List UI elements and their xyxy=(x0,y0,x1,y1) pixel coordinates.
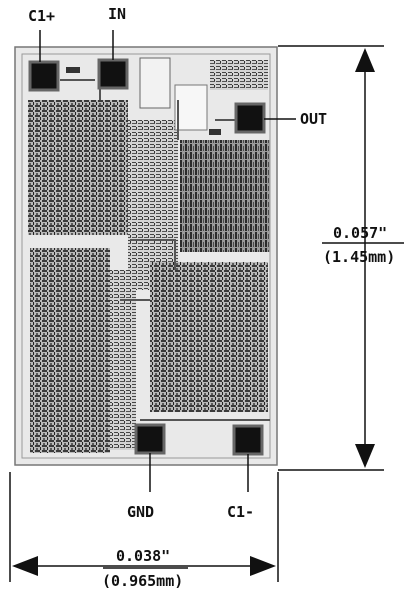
bond-pad-out xyxy=(234,102,266,134)
width-value-inch: 0.038" xyxy=(116,547,170,565)
circuit-block-center-mid xyxy=(174,84,208,131)
circuit-block-lower-left xyxy=(30,248,110,453)
height-dimension xyxy=(278,45,404,471)
bond-pad-c1-minus xyxy=(232,424,264,456)
pin-label-c1-plus: C1+ xyxy=(28,7,55,25)
pin-label-c1-minus: C1- xyxy=(227,503,254,521)
small-pad-right xyxy=(209,129,221,135)
pin-label-gnd: GND xyxy=(127,503,154,521)
height-arrow-top xyxy=(355,48,375,72)
small-pad-top xyxy=(66,67,80,73)
circuit-block-top-right xyxy=(210,60,268,90)
width-arrow-left xyxy=(12,556,38,576)
width-value-mm: (0.965mm) xyxy=(102,572,183,590)
width-dimension xyxy=(9,472,279,582)
die-inner-border xyxy=(21,53,271,459)
circuit-block-upper-right xyxy=(180,140,270,252)
chip-die xyxy=(14,46,278,466)
bond-pad-c1-plus xyxy=(28,60,60,92)
height-value-mm: (1.45mm) xyxy=(323,248,395,266)
bond-pad-in xyxy=(97,58,129,90)
circuit-block-center xyxy=(128,120,178,290)
bond-pad-gnd xyxy=(134,423,166,455)
pin-label-out: OUT xyxy=(300,110,327,128)
pin-label-in: IN xyxy=(108,5,126,23)
circuit-block-upper-left xyxy=(28,100,128,235)
height-value-inch: 0.057" xyxy=(333,224,387,242)
pin-leaders xyxy=(39,30,296,492)
width-arrow-right xyxy=(250,556,276,576)
circuit-block-lower-right xyxy=(150,262,268,412)
height-arrow-bottom xyxy=(355,444,375,468)
circuit-strip-left xyxy=(110,270,136,450)
circuit-block-center-upper xyxy=(139,57,171,109)
